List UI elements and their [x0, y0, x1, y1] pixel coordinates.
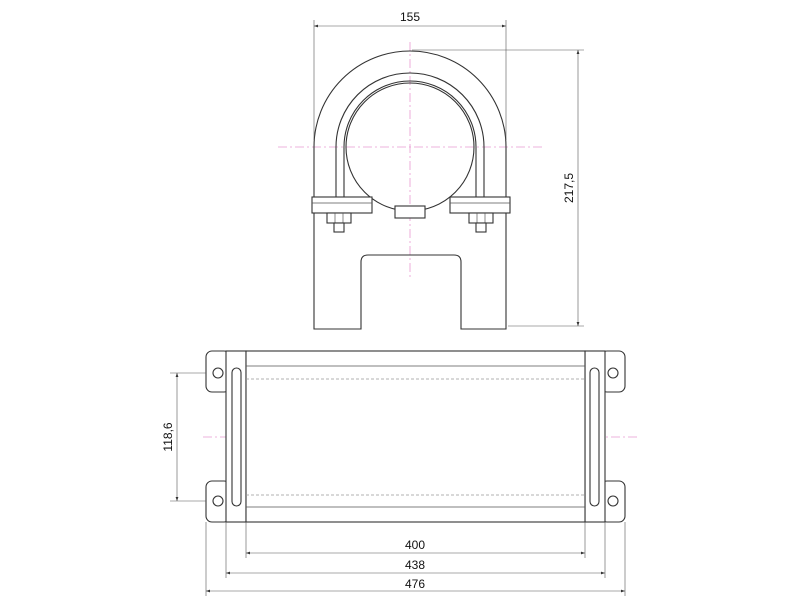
dim-118-label: 118,6 — [161, 422, 175, 451]
dim-217-label: 217,5 — [562, 173, 576, 203]
clamp-plate-right — [449, 196, 511, 214]
base-plate-left — [225, 350, 247, 523]
hole-top-right — [607, 367, 619, 379]
u-bolt-outer — [335, 72, 485, 197]
hole-top-left — [212, 367, 224, 379]
slot-left — [231, 367, 242, 507]
hole-bottom-left — [212, 495, 224, 507]
saddle-outer-outline — [313, 50, 507, 330]
channel-body — [245, 350, 586, 523]
base-plate-right — [584, 350, 606, 523]
pipe-support-block — [394, 205, 426, 219]
dim-155-label: 155 — [400, 10, 420, 24]
bolt-end-right — [475, 222, 487, 233]
dim-476-label: 476 — [405, 577, 425, 591]
clamp-plate-left — [311, 196, 373, 214]
bolt-end-left — [333, 222, 345, 233]
hole-bottom-right — [607, 495, 619, 507]
u-bolt-inner — [343, 80, 477, 197]
front-view: 155 217,5 — [278, 10, 584, 330]
dim-400-label: 400 — [405, 538, 425, 552]
nut-right — [468, 212, 494, 224]
slot-right — [589, 367, 600, 507]
nut-left — [326, 212, 352, 224]
plan-view: 118,6 400 438 476 — [161, 350, 640, 596]
dim-438-label: 438 — [405, 558, 425, 572]
